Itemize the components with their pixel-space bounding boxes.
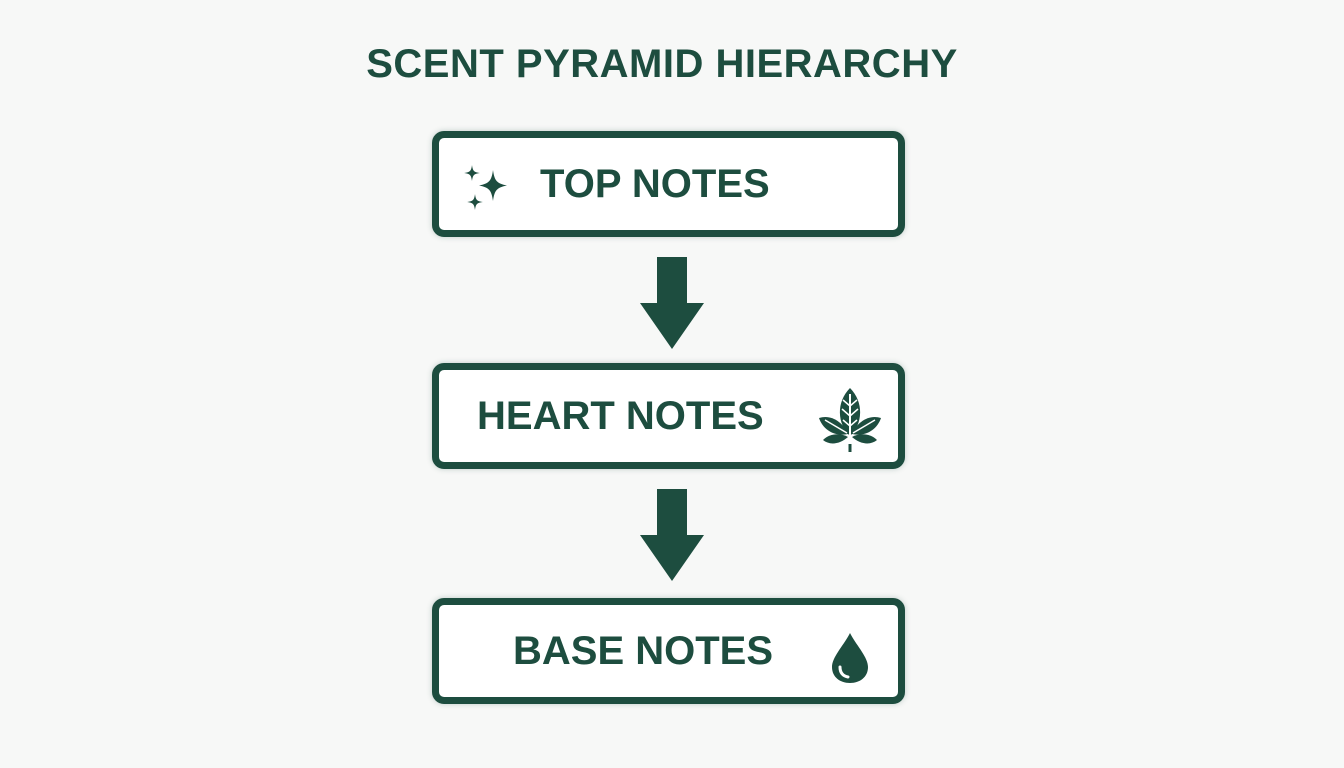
down-arrow-1 [640, 257, 704, 349]
top-notes-label: TOP NOTES [540, 162, 770, 206]
leaf-icon [819, 388, 881, 452]
diagram-title: SCENT PYRAMID HIERARCHY [366, 42, 958, 86]
sparkles-icon [464, 165, 507, 210]
top-notes-box: TOP NOTES [432, 131, 905, 237]
droplet-icon [832, 633, 868, 683]
heart-notes-box: HEART NOTES [432, 363, 905, 469]
base-notes-box: BASE NOTES [432, 598, 905, 704]
base-notes-label: BASE NOTES [513, 629, 774, 673]
heart-notes-label: HEART NOTES [477, 394, 764, 438]
down-arrow-2 [640, 489, 704, 581]
